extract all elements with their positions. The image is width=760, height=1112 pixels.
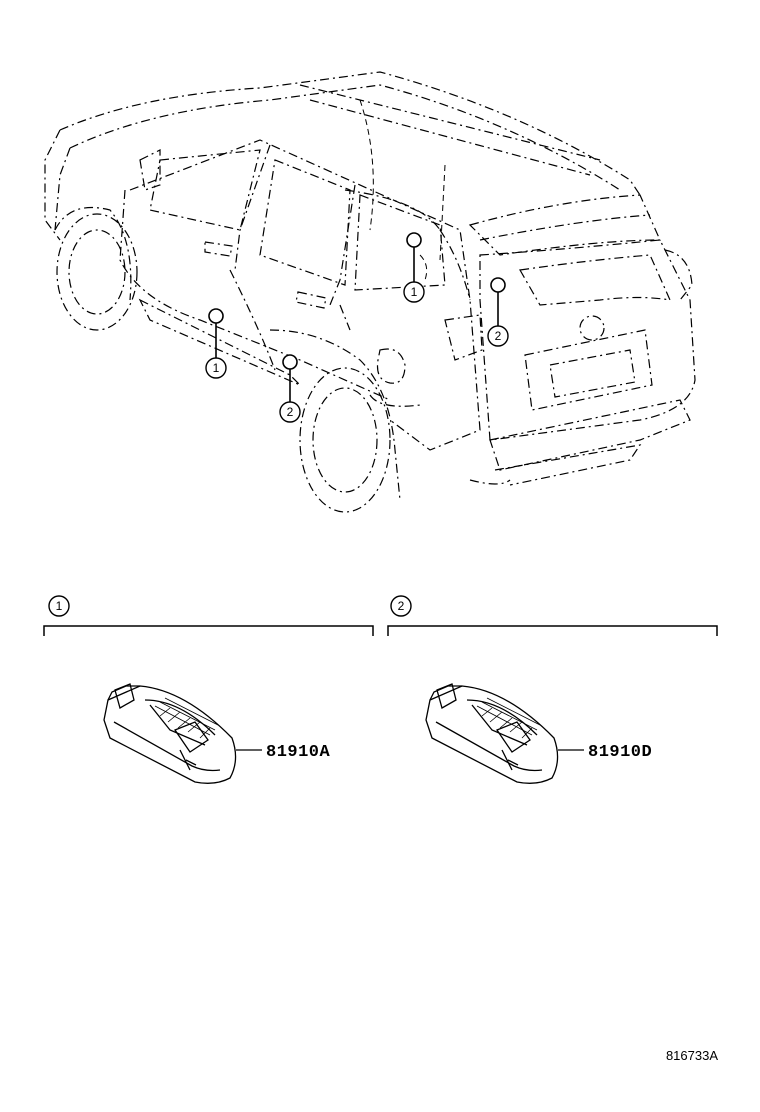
part-number-2: 81910D xyxy=(588,743,652,762)
svg-text:2: 2 xyxy=(495,329,502,343)
vehicle-outline xyxy=(44,71,696,513)
vehicle-interior-lines xyxy=(359,99,446,281)
section-1: 1 81910A xyxy=(43,595,374,784)
callout-marker-1b: 1 xyxy=(403,281,425,303)
part-number-1: 81910A xyxy=(266,743,331,762)
callout-marker-2a: 2 xyxy=(279,401,301,423)
callout-marker-2b: 2 xyxy=(487,325,509,347)
svg-text:1: 1 xyxy=(411,285,418,299)
svg-text:2: 2 xyxy=(287,405,294,419)
section-2-bracket xyxy=(387,625,718,636)
section-1-marker: 1 xyxy=(48,595,70,617)
vehicle-callouts xyxy=(208,232,506,402)
section-2-marker: 2 xyxy=(390,595,412,617)
svg-text:1: 1 xyxy=(213,361,220,375)
callout-marker-1a: 1 xyxy=(205,357,227,379)
courtesy-lamp-icon xyxy=(103,683,237,784)
illustration-ref: 816733A xyxy=(666,1048,718,1063)
courtesy-lamp-icon xyxy=(425,683,559,784)
section-1-bracket xyxy=(43,625,374,636)
svg-text:1: 1 xyxy=(56,599,63,613)
svg-text:2: 2 xyxy=(398,599,405,613)
section-2: 2 81910D xyxy=(387,595,718,784)
